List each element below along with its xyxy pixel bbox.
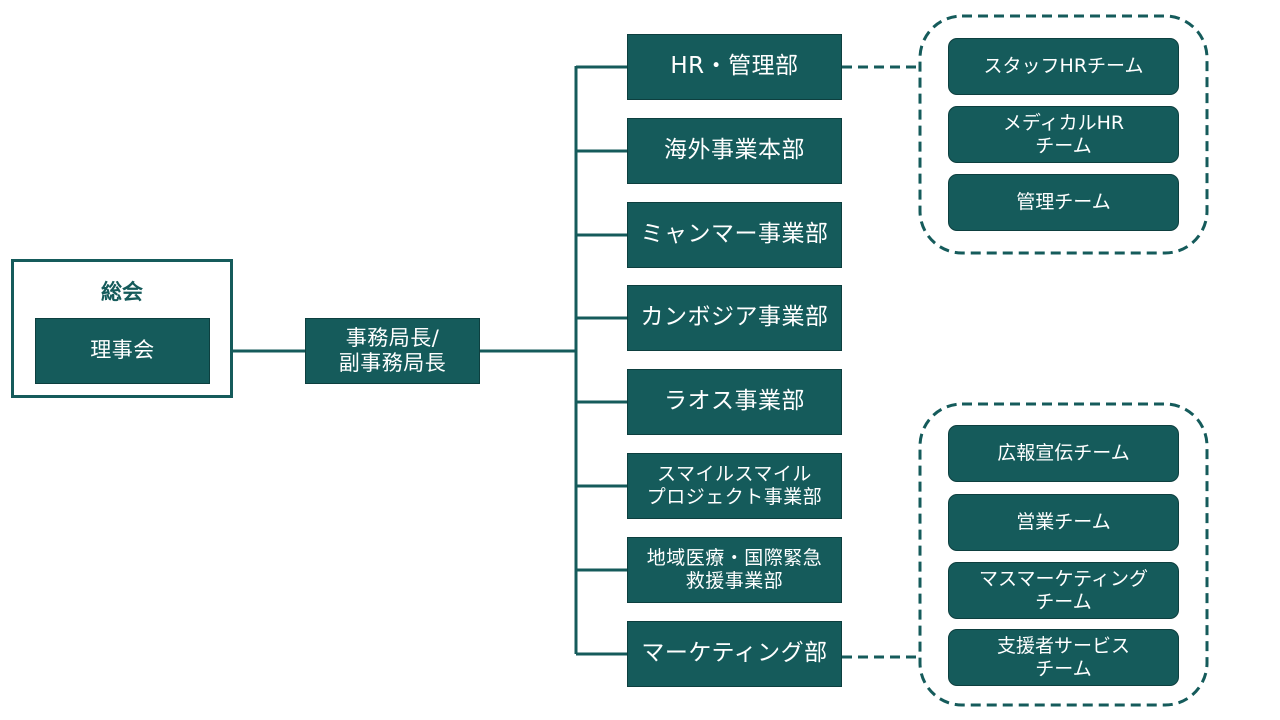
dept-marketing: マーケティング部 bbox=[627, 621, 842, 687]
dept-smile-smile: スマイルスマイル プロジェクト事業部 bbox=[627, 453, 842, 519]
dept-regional-medical: 地域医療・国際緊急 救援事業部 bbox=[627, 537, 842, 603]
team-pr: 広報宣伝チーム bbox=[948, 425, 1179, 482]
general-assembly-label: 総会 bbox=[101, 280, 143, 304]
dept-myanmar: ミャンマー事業部 bbox=[627, 202, 842, 268]
team-sales: 営業チーム bbox=[948, 494, 1179, 551]
team-supporter-service: 支援者サービス チーム bbox=[948, 629, 1179, 686]
board-box: 理事会 bbox=[35, 318, 210, 384]
team-medical-hr: メディカルHR チーム bbox=[948, 106, 1179, 163]
team-admin: 管理チーム bbox=[948, 174, 1179, 231]
dept-cambodia: カンボジア事業部 bbox=[627, 285, 842, 351]
dept-laos: ラオス事業部 bbox=[627, 369, 842, 435]
team-staff-hr: スタッフHRチーム bbox=[948, 38, 1179, 95]
secretariat-box: 事務局長/ 副事務局長 bbox=[305, 318, 480, 384]
team-mass-marketing: マスマーケティング チーム bbox=[948, 562, 1179, 619]
dept-overseas: 海外事業本部 bbox=[627, 118, 842, 184]
dept-hr-admin: HR・管理部 bbox=[627, 34, 842, 100]
